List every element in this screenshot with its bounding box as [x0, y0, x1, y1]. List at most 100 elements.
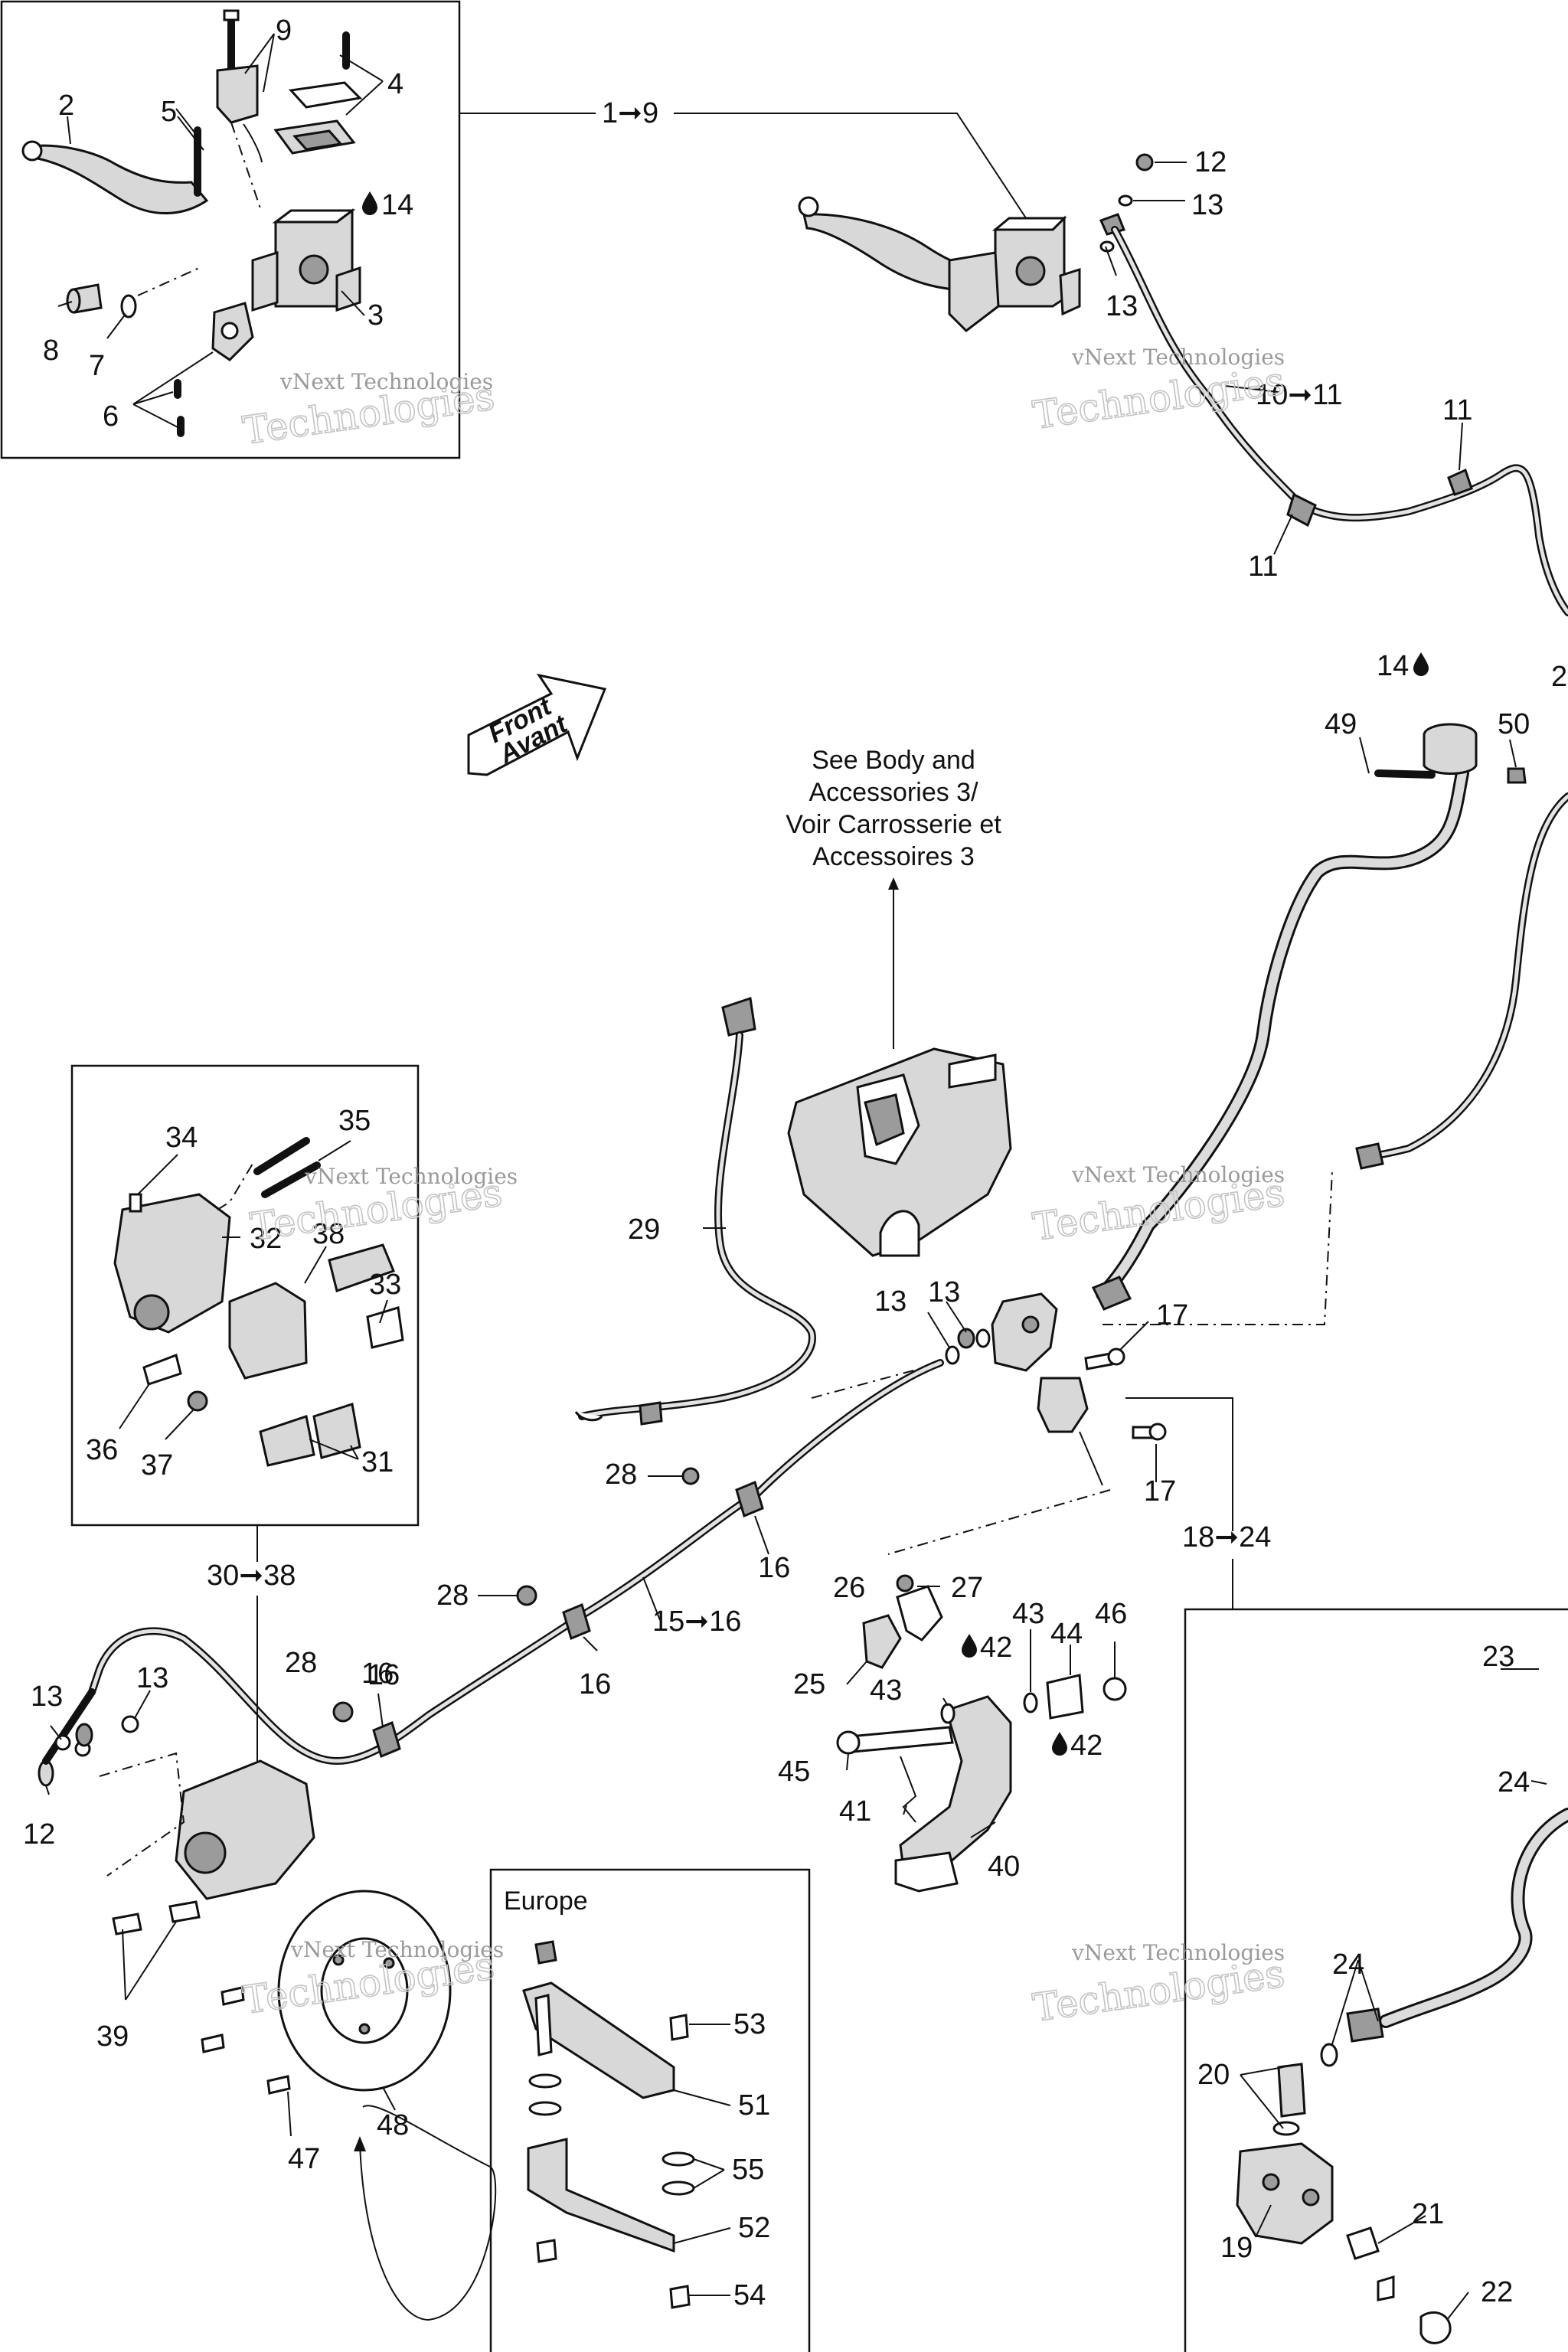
callout-42-a: 42 [980, 1632, 1012, 1664]
see-body-line4: Accessoires 3 [812, 842, 975, 871]
callout-55: 55 [732, 2154, 764, 2186]
callout-46: 46 [1095, 1598, 1127, 1630]
callout-9: 9 [276, 15, 292, 47]
callout-12-left: 12 [23, 1818, 55, 1851]
callout-19: 19 [1220, 2232, 1253, 2264]
inset-master-cylinder-box [0, 0, 461, 459]
drop-icon-pedal-b [1052, 1732, 1067, 1756]
callout-21: 21 [1412, 2198, 1444, 2230]
rear-brake-line [88, 1359, 944, 1766]
callout-48: 48 [377, 2109, 409, 2141]
callout-16-d: 16 [368, 1659, 400, 1691]
callout-54: 54 [733, 2279, 766, 2311]
callout-40: 40 [988, 1851, 1020, 1883]
callout-31: 31 [361, 1446, 394, 1478]
callout-12-top: 12 [1194, 146, 1227, 178]
drop-icon-rear [1413, 652, 1429, 676]
callout-16-c: 16 [361, 1658, 394, 1690]
callout-53: 53 [733, 2008, 766, 2040]
europe-label: Europe [504, 1886, 588, 1916]
callout-28-c: 28 [285, 1647, 317, 1679]
rear-fitting-group [1236, 1668, 1568, 2344]
callout-13-rear-a: 13 [874, 1285, 906, 1318]
callout-35: 35 [338, 1105, 371, 1137]
see-body-line2: Accessories 3/ [808, 778, 978, 807]
svg-text:vNext Technologies: vNext Technologies [1071, 345, 1285, 370]
drop-icon [362, 191, 377, 215]
front-master-cylinder-assembly [459, 113, 1568, 616]
callout-13-mid: 13 [1106, 290, 1138, 322]
callout-11-left: 11 [1248, 550, 1278, 583]
brake-pedal-group [836, 1574, 1127, 1893]
callout-50: 50 [1498, 708, 1530, 740]
callout-34: 34 [165, 1122, 198, 1154]
watermark-3: vNext Technologies Technologies [247, 1164, 518, 1250]
callout-38: 38 [312, 1218, 345, 1250]
callout-25: 25 [793, 1668, 825, 1700]
callout-14: 14 [381, 189, 413, 221]
svg-text:vNext Technologies: vNext Technologies [290, 1937, 504, 1962]
callout-22: 22 [1481, 2276, 1513, 2308]
inset-rear-master-box [1184, 1608, 1568, 2352]
callout-15-16: 15➞16 [652, 1606, 741, 1638]
callout-29: 29 [628, 1214, 660, 1246]
front-direction-arrow: Front Avant [467, 673, 607, 776]
watermark-2: vNext Technologies Technologies [1030, 345, 1288, 439]
callout-44: 44 [1050, 1618, 1083, 1650]
svg-text:vNext Technologies: vNext Technologies [1071, 1940, 1285, 1965]
callout-39: 39 [96, 2020, 129, 2053]
callout-27: 27 [951, 1572, 983, 1604]
callout-16-b: 16 [579, 1668, 611, 1700]
callout-1-9: 1➞9 [602, 97, 658, 129]
callout-36: 36 [86, 1434, 118, 1466]
svg-text:vNext Technologies: vNext Technologies [1071, 1162, 1285, 1187]
callout-17-bottom: 17 [1144, 1475, 1176, 1508]
callout-37: 37 [141, 1449, 173, 1481]
callout-3: 3 [368, 299, 384, 332]
callout-8: 8 [43, 335, 59, 367]
callout-5: 5 [161, 96, 177, 128]
rear-master-cylinder [811, 723, 1568, 1609]
body-bracket-cover [787, 1047, 1012, 1257]
callout-45: 45 [778, 1756, 810, 1788]
callout-28-b: 28 [436, 1579, 469, 1612]
callout-24-b: 24 [1332, 1949, 1364, 1981]
callout-13-left-b: 13 [136, 1662, 168, 1694]
callout-13-rear-b: 13 [928, 1276, 960, 1308]
callout-32: 32 [250, 1223, 282, 1255]
callout-51: 51 [738, 2089, 770, 2122]
see-body-line1: See Body and [812, 746, 975, 775]
svg-text:vNext Technologies: vNext Technologies [279, 369, 493, 394]
rear-caliper-and-disc [38, 1688, 497, 2321]
callout-47: 47 [288, 2143, 320, 2175]
callout-20: 20 [1197, 2059, 1230, 2091]
callout-41: 41 [839, 1795, 871, 1828]
brake-switch-wire [574, 997, 816, 1426]
callout-33: 33 [369, 1269, 401, 1301]
callout-14-rear: 14 [1377, 650, 1409, 682]
callout-17-top: 17 [1156, 1299, 1188, 1331]
callout-16-a: 16 [758, 1552, 790, 1584]
callout-10-11: 10➞11 [1256, 379, 1343, 411]
callout-23: 23 [1482, 1641, 1514, 1673]
callout-18-24: 18➞24 [1182, 1521, 1271, 1553]
svg-text:vNext Technologies: vNext Technologies [304, 1164, 518, 1189]
callout-42-b: 42 [1070, 1730, 1102, 1762]
callout-43-b: 43 [1012, 1598, 1044, 1630]
callout-2: 2 [58, 90, 74, 122]
callout-11-right: 11 [1442, 394, 1472, 426]
svg-text:Technologies: Technologies [1031, 358, 1288, 437]
callout-43-a: 43 [870, 1674, 902, 1707]
callout-7: 7 [89, 350, 105, 382]
inset-europe-box [489, 1868, 811, 2352]
see-body-line3: Voir Carrosserie et [786, 810, 1001, 839]
inset-caliper-box [70, 1064, 420, 1527]
watermark-6: vNext Technologies Technologies [1030, 1940, 1288, 2031]
callout-52: 52 [738, 2212, 770, 2244]
callout-24-a: 24 [1498, 1766, 1530, 1798]
callout-2-edge: 2 [1551, 661, 1567, 693]
europe-bracket-parts [522, 1940, 731, 2309]
watermark-4: vNext Technologies Technologies [1030, 1162, 1288, 1250]
